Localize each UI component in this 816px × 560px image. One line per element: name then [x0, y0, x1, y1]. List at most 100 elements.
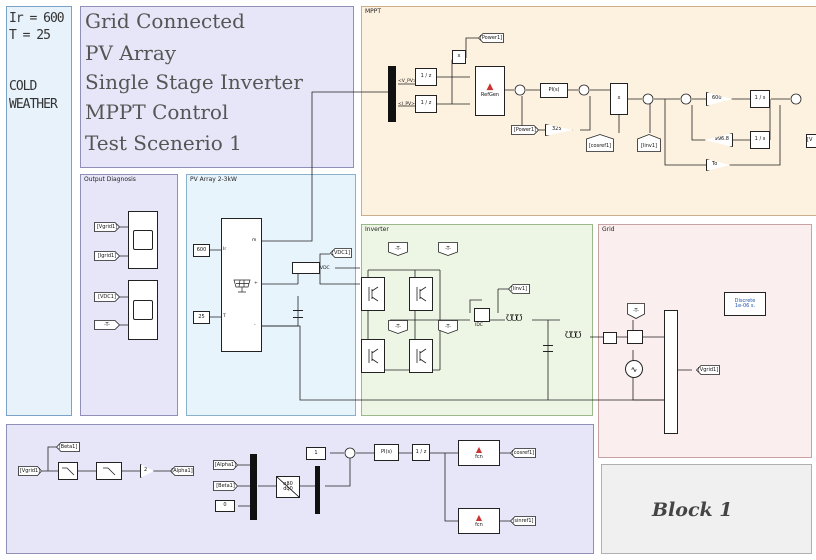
- vdc-sensor[interactable]: [292, 262, 320, 274]
- solar-panel-icon: [233, 279, 250, 293]
- conditions-panel: Ir = 600 T = 25 COLD WEATHER: [6, 6, 72, 416]
- grid-vgrid-goto[interactable]: [Vgrid1]: [696, 365, 720, 375]
- fcn-block-sin[interactable]: ▲ fcn: [458, 508, 500, 534]
- bottom-mux[interactable]: [250, 454, 257, 520]
- bottom-vgrid-from[interactable]: [Vgrid1]: [18, 466, 42, 476]
- bottom-cosref-goto-label: [cosref1]: [511, 450, 535, 456]
- lowpass-2-icon: [103, 467, 116, 476]
- refgen-label: RefGen: [480, 92, 500, 99]
- bottom-alpha-from[interactable]: [Alpha1]: [213, 460, 238, 470]
- title-line-3: Single Stage Inverter: [85, 70, 303, 94]
- bottom-beta-goto-label: [Beta1]: [58, 444, 78, 450]
- mux-label-ipv: <I_PV>: [398, 102, 415, 107]
- pv-array-block[interactable]: [221, 218, 262, 352]
- scope-grid[interactable]: [128, 211, 158, 269]
- igbt-switch-1[interactable]: [361, 277, 385, 311]
- bottom-alpha-goto-label: [Alpha1]: [171, 468, 193, 474]
- inverter-gate-tag-1-label: -T-: [395, 246, 401, 252]
- constant-one[interactable]: 1: [306, 447, 326, 460]
- mppt-integrator-2[interactable]: 1 / s: [750, 131, 770, 149]
- mppt-product[interactable]: x: [452, 50, 466, 64]
- inverter-gate-tag-3[interactable]: -T-: [388, 320, 408, 334]
- block-caption: Block 1: [652, 499, 733, 521]
- igbt-switch-4[interactable]: [409, 339, 433, 373]
- alphabeta-to-dq0[interactable]: αβ0 dq0: [276, 476, 300, 498]
- powergui-discrete-block[interactable]: Discrete 1e-06 s.: [724, 292, 766, 316]
- dc-capacitor-icon: [293, 310, 303, 318]
- fcn-cos-icon: ▲: [475, 444, 483, 454]
- igbt-switch-2[interactable]: [409, 277, 433, 311]
- inverter-gate-tag-4[interactable]: -T-: [438, 320, 458, 334]
- bottom-pi-controller[interactable]: PI(s): [374, 444, 399, 461]
- inverter-gate-tag-4-label: -T-: [445, 324, 451, 330]
- fcn-block-cos[interactable]: ▲ fcn: [458, 440, 500, 466]
- mppt-iinv-label: [Iinv1]: [640, 143, 658, 149]
- mppt-pi-controller[interactable]: PI(s): [540, 83, 568, 98]
- bottom-beta-goto[interactable]: [Beta1]: [56, 442, 80, 452]
- inverter-gate-tag-1[interactable]: -T-: [388, 242, 408, 256]
- bottom-vgrid-from-label: [Vgrid1]: [19, 468, 41, 474]
- block-caption-panel: Block 1: [601, 464, 812, 554]
- zero-constant[interactable]: 0: [215, 500, 235, 512]
- grid-vgrid-goto-label: [Vgrid1]: [697, 367, 719, 373]
- scope-tag-t[interactable]: -T-: [94, 320, 120, 330]
- scope-tag-t-label: -T-: [104, 322, 110, 328]
- ac-source-icon[interactable]: ∿: [625, 360, 643, 378]
- bottom-alpha-goto[interactable]: [Alpha1]: [170, 466, 194, 476]
- grid-t-from[interactable]: -T-: [627, 303, 645, 319]
- scope-tag-igrid[interactable]: [Igrid1]: [94, 251, 120, 261]
- inverter-current-sensor[interactable]: [474, 308, 490, 322]
- scope-grid-screen-icon: [133, 230, 153, 250]
- inverter-iinv-goto[interactable]: [Iinv1]: [508, 284, 530, 294]
- bottom-demux[interactable]: [315, 466, 320, 514]
- igbt-4-icon: [416, 348, 427, 364]
- mppt-cosref-from[interactable]: [cosref1]: [586, 134, 614, 152]
- mppt-multiplier[interactable]: x: [610, 83, 628, 115]
- mppt-integrator-1[interactable]: 1 / s: [750, 90, 770, 108]
- grid-voltage-sensor[interactable]: [603, 332, 617, 344]
- filter-inductor-icon: ᘮᘮᘮ: [506, 314, 523, 324]
- pv-temperature-constant[interactable]: 25: [193, 311, 210, 324]
- refgen-block[interactable]: ▲ RefGen: [475, 66, 505, 116]
- scope-tag-vdc[interactable]: [VDC1]: [94, 292, 120, 302]
- filter-capacitor-icon: [543, 345, 553, 352]
- scope-tag-vgrid-label: [Vgrid1]: [96, 224, 118, 230]
- bottom-sinref-goto[interactable]: [sinref1]: [510, 516, 536, 526]
- mux-label-vpv: <V_PV>: [398, 79, 417, 84]
- vdc-goto[interactable]: [VDC1]: [330, 248, 352, 258]
- bottom-cosref-goto[interactable]: [cosref1]: [510, 448, 536, 458]
- mppt-input-mux[interactable]: [388, 66, 396, 122]
- mppt-unit-delay-i[interactable]: 1 / z: [415, 95, 437, 113]
- mppt-power-from[interactable]: [Power1]: [511, 125, 539, 135]
- inverter-gate-tag-3-label: -T-: [395, 324, 401, 330]
- mppt-unit-delay-v[interactable]: 1 / z: [415, 68, 437, 86]
- pv-array-label: PV Array 2-3kW: [190, 176, 237, 183]
- pv-irradiance-constant[interactable]: 600: [193, 244, 210, 257]
- mppt-iinv-from[interactable]: [Iinv1]: [637, 134, 661, 152]
- bottom-beta-from[interactable]: [Beta1]: [213, 481, 238, 491]
- scope-tag-igrid-label: [Igrid1]: [97, 253, 117, 259]
- grid-breaker[interactable]: [627, 330, 643, 344]
- scope-tag-vgrid[interactable]: [Vgrid1]: [94, 222, 120, 232]
- mppt-power-goto[interactable]: [Power1]: [478, 33, 504, 43]
- fcn-cos-label: fcn: [475, 453, 483, 460]
- pv-port-plus: +: [254, 281, 258, 286]
- fcn-sin-icon: ▲: [475, 512, 483, 522]
- mppt-power-from-label: [Power1]: [513, 127, 537, 133]
- inverter-gate-tag-2[interactable]: -T-: [438, 242, 458, 256]
- igbt-1-icon: [368, 286, 379, 302]
- output-diagnosis-label: Output Diagnosis: [84, 176, 136, 183]
- grid-measurement-block[interactable]: [664, 310, 678, 434]
- bottom-integrator[interactable]: 1 / z: [412, 444, 430, 461]
- lowpass-filter-1[interactable]: [58, 462, 78, 480]
- pv-array-area[interactable]: PV Array 2-3kW: [186, 174, 356, 416]
- weather-label-line1: COLD: [9, 79, 37, 94]
- scope-dc-screen-icon: [133, 300, 153, 320]
- inverter-gate-tag-2-label: -T-: [445, 246, 451, 252]
- scope-dc[interactable]: [128, 280, 158, 340]
- scope-tag-vdc-label: [VDC1]: [98, 294, 116, 300]
- mppt-output-partial[interactable]: [V: [806, 134, 816, 148]
- igbt-switch-3[interactable]: [361, 339, 385, 373]
- lowpass-filter-2[interactable]: [96, 462, 122, 480]
